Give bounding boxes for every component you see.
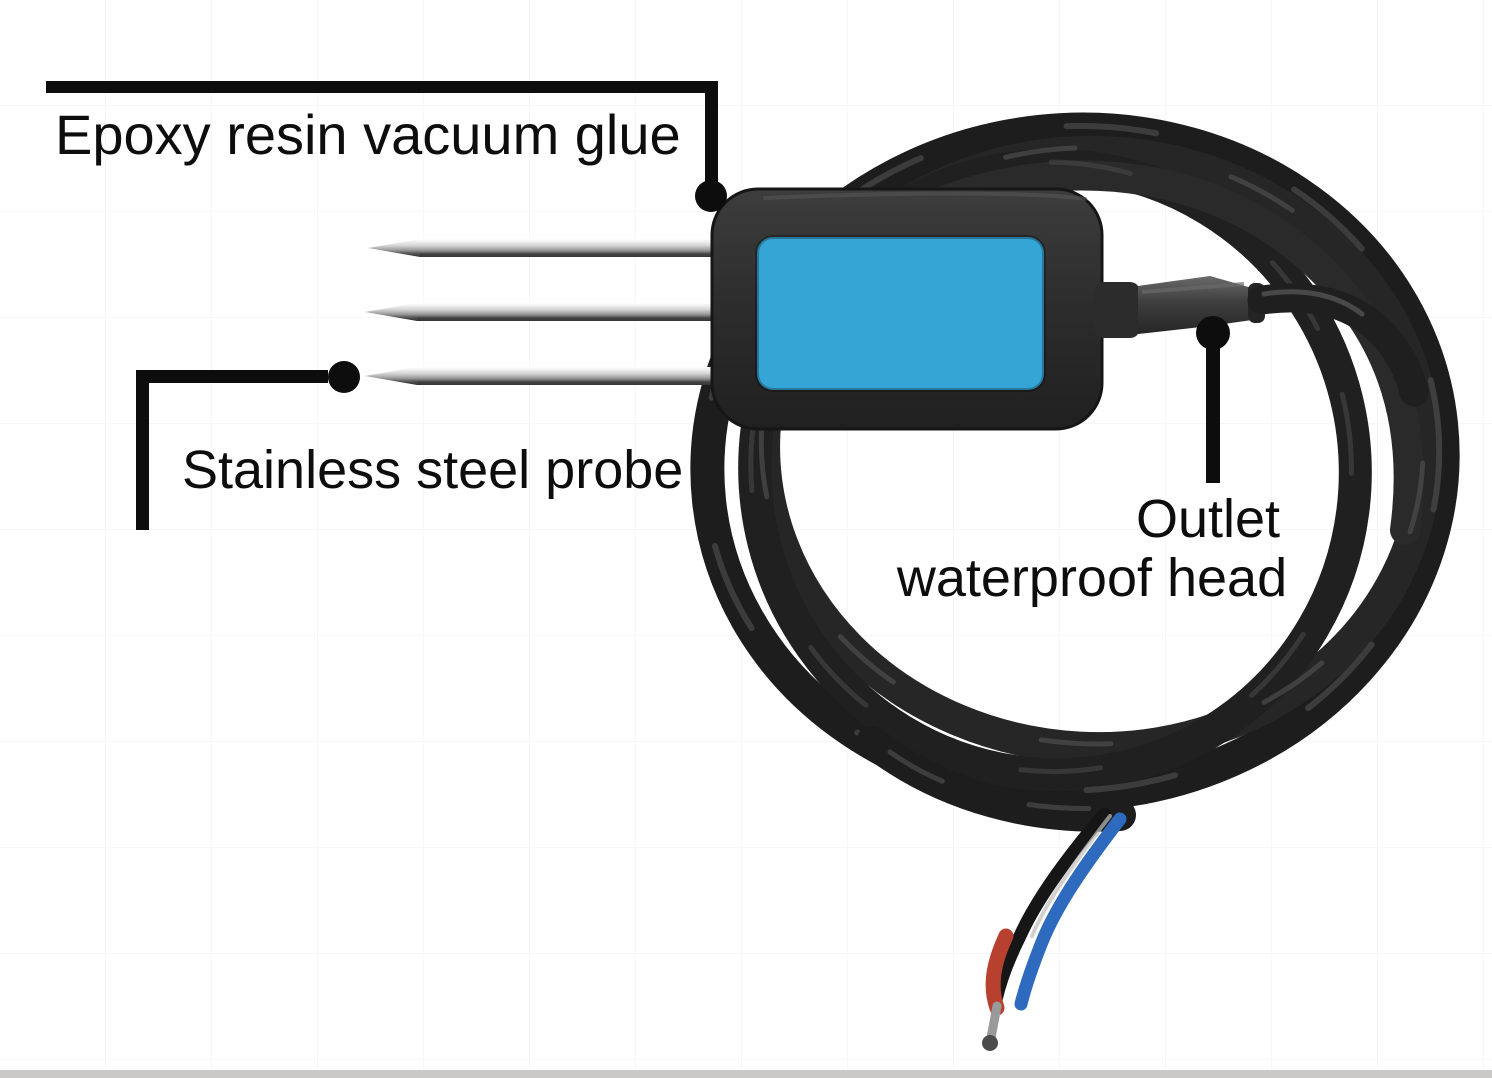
- connector-cable-highlight: [1261, 289, 1365, 317]
- probes: [365, 239, 731, 385]
- connector-taper-highlight: [1141, 282, 1245, 294]
- cable-highlight: [748, 159, 1354, 775]
- photo-bottom-edge: [0, 1070, 1492, 1078]
- wire-blue: [1014, 812, 1127, 1011]
- connector-collar: [1094, 282, 1140, 338]
- wire-silver-strand: [1030, 814, 1112, 938]
- sensor-body-highlight: [763, 191, 1087, 201]
- cable-tail-highlight: [887, 749, 1111, 812]
- wire-metal-tip: [986, 1001, 1002, 1043]
- cable-tail-group: [856, 726, 1136, 1051]
- sensor-blue-label: [755, 235, 1046, 392]
- leader-probe-vertical: [136, 370, 149, 530]
- label-epoxy: Epoxy resin vacuum glue: [55, 103, 681, 166]
- leader-probe-dot: [328, 361, 360, 393]
- sensor-body-group: [710, 187, 1104, 431]
- annotation-outlet: Outlet waterproof head: [896, 316, 1287, 608]
- label-outlet-line2: waterproof head: [896, 548, 1287, 608]
- leader-probe-horizontal: [136, 370, 328, 383]
- leader-outlet-vertical: [1206, 333, 1220, 483]
- label-outlet-line1: Outlet: [1136, 489, 1280, 549]
- cable-loop-outer: [690, 112, 1460, 812]
- wire-red-sleeve: [985, 928, 1014, 1016]
- leader-epoxy-vertical: [705, 81, 718, 183]
- wire-tip-end: [982, 1035, 998, 1051]
- label-probe: Stainless steel probe: [182, 440, 683, 500]
- outlet-waterproof-head: [1094, 276, 1429, 407]
- probe-top: [368, 239, 731, 257]
- leader-epoxy-horizontal: [46, 81, 718, 93]
- probe-bottom: [365, 367, 731, 385]
- probe-middle: [365, 303, 731, 321]
- leader-epoxy-dot: [695, 180, 727, 212]
- wire-black: [989, 807, 1111, 1007]
- annotation-epoxy: Epoxy resin vacuum glue: [46, 81, 727, 212]
- annotation-probe: Stainless steel probe: [136, 361, 683, 530]
- cable-highlight: [700, 122, 1443, 794]
- connector-cable: [1247, 283, 1429, 407]
